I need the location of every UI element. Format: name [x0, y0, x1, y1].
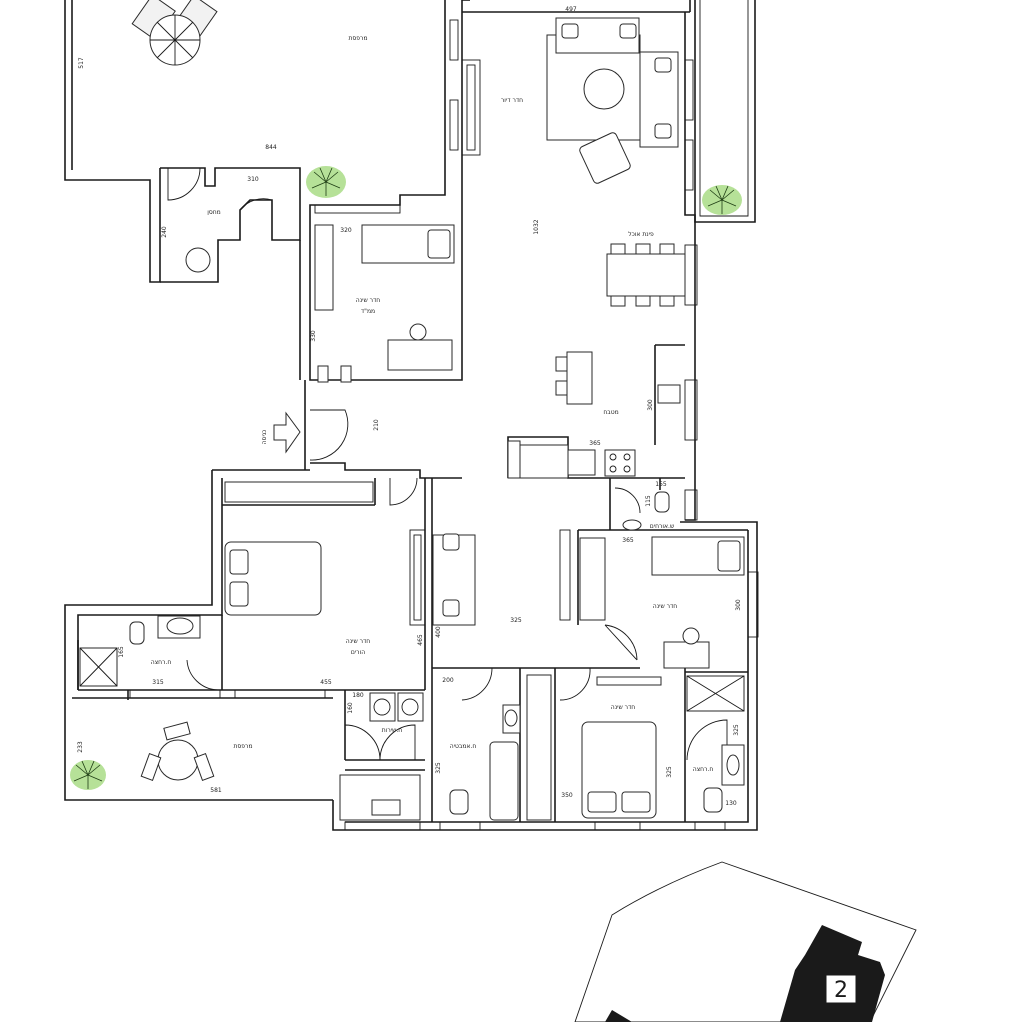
dim-200: 200 [442, 677, 454, 684]
umbrella-icon [131, 0, 218, 66]
dim-310: 310 [247, 176, 259, 183]
dim-465: 465 [417, 634, 424, 646]
label-guest-wc: ש.אורחים [650, 523, 674, 530]
label-dining: פינת אוכל [628, 231, 654, 238]
label-safe-room-1: חדר שינה [356, 297, 380, 304]
dim-365-right: 365 [622, 537, 634, 544]
plant-icon [306, 166, 346, 198]
dim-315: 315 [152, 679, 164, 686]
label-living: חדר דיור [501, 97, 523, 104]
label-master-2: הורים [351, 649, 365, 656]
dim-1032: 1032 [533, 219, 540, 234]
dim-365-kitchen: 365 [589, 440, 601, 447]
label-bedroom-right: חדר שינה [653, 603, 677, 610]
label-service: ח.שירות [382, 727, 402, 734]
label-shower-right: ח.רחצה [693, 766, 714, 773]
windows [129, 19, 759, 831]
dim-325-bed: 325 [666, 766, 673, 778]
dim-180: 180 [352, 692, 364, 699]
plant-icon [702, 185, 742, 215]
dim-210: 210 [373, 419, 380, 431]
label-entrance: כניסה [261, 430, 268, 445]
dim-330: 330 [310, 330, 317, 342]
dim-233: 233 [77, 741, 84, 753]
dim-455: 455 [320, 679, 332, 686]
label-storage: מחסן [207, 209, 221, 216]
dim-240: 240 [161, 226, 168, 238]
label-safe-room-2: ממ"ד [361, 308, 375, 315]
dim-325-shower: 325 [733, 724, 740, 736]
dimension-labels: 517 844 497 310 240 320 1032 330 210 300… [77, 6, 742, 807]
dim-581: 581 [210, 787, 222, 794]
furniture [79, 17, 745, 821]
label-shower-left: ח.רחצה [151, 659, 172, 666]
dim-300-right: 300 [735, 599, 742, 611]
dim-517: 517 [78, 57, 85, 69]
label-bathroom: ח.אמבטיה [450, 743, 477, 750]
label-terrace-bottom: מרפסת [233, 743, 252, 750]
label-bedroom-bottom: חדר שינה [611, 704, 635, 711]
plant-icon [70, 760, 106, 790]
dim-130: 130 [725, 800, 737, 807]
dim-325-bath: 325 [435, 762, 442, 774]
dim-160: 160 [347, 702, 354, 714]
dim-320: 320 [340, 227, 352, 234]
room-labels: מרפסת חדר דיור מחסן פינת אוכל חדר שינה מ… [151, 35, 714, 773]
dim-155: 155 [655, 481, 667, 488]
dim-115: 115 [645, 495, 652, 507]
dim-165: 165 [118, 646, 125, 658]
compass-site-icon: 2 [574, 861, 917, 1022]
label-kitchen: מטבח [603, 409, 618, 416]
dim-325-center: 325 [510, 617, 522, 624]
doors [167, 167, 728, 761]
entrance-arrow-icon [273, 411, 301, 454]
dim-844: 844 [265, 144, 277, 151]
building-number: 2 [834, 978, 848, 1003]
dim-350: 350 [561, 792, 573, 799]
dim-300-kitchen: 300 [647, 399, 654, 411]
dim-497: 497 [565, 6, 577, 13]
label-terrace-top: מרפסת [348, 35, 367, 42]
dim-400: 400 [435, 626, 442, 638]
label-master-1: חדר שינה [346, 638, 370, 645]
